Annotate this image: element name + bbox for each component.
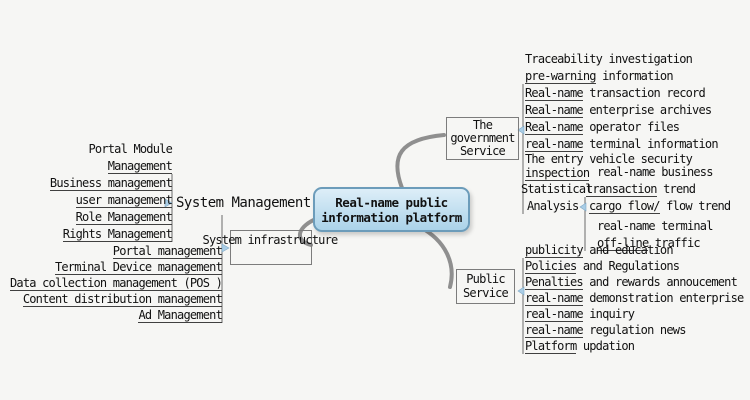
topic-item[interactable]: Terminal Device management <box>54 260 223 275</box>
topic-item[interactable]: Portal management <box>112 244 223 259</box>
collapse-arrow-icon[interactable] <box>517 286 525 296</box>
topic-statistical-analysis[interactable]: Statistical <box>521 182 592 196</box>
branch-system-management[interactable]: System Management <box>176 195 311 211</box>
collapse-arrow-icon[interactable] <box>517 125 525 135</box>
central-topic-label: Real-name public information platform <box>321 194 462 225</box>
topic-item[interactable]: Traceability investigation <box>525 52 693 66</box>
topic-item[interactable]: Platform updation <box>525 339 635 354</box>
topic-item[interactable]: real-name terminal information <box>525 137 719 152</box>
branch-system-infrastructure-label[interactable]: System infrastructure <box>202 233 339 247</box>
topic-item[interactable]: real-name business <box>597 165 713 179</box>
topic-item[interactable]: Business management <box>49 176 173 191</box>
connector-curve-government <box>395 133 446 190</box>
topic-item[interactable]: Rights Management <box>62 227 173 242</box>
topic-item[interactable]: Real-name operator files <box>525 120 680 135</box>
topic-item[interactable]: pre-warning information <box>525 69 674 84</box>
topic-item[interactable]: Data collection management (POS ) <box>9 276 223 291</box>
collapse-arrow-icon[interactable] <box>221 243 230 253</box>
topic-item[interactable]: Policies and Regulations <box>525 259 680 274</box>
topic-item[interactable]: Real-name enterprise archives <box>525 103 712 118</box>
topic-item[interactable]: publicity and education <box>525 243 674 258</box>
branch-public-service[interactable]: Public Service <box>456 269 515 304</box>
topic-item[interactable]: Ad Management <box>138 308 223 323</box>
topic-item[interactable]: Management <box>107 159 173 174</box>
topic-item[interactable]: user management <box>75 193 173 208</box>
topic-item[interactable]: Role Management <box>75 210 173 225</box>
topic-item[interactable]: cargo flow/ flow trend <box>589 199 731 214</box>
topic-item[interactable]: Portal Module <box>88 142 172 156</box>
topic-item[interactable]: The entry vehicle security <box>525 152 693 166</box>
topic-item[interactable]: transaction trend <box>586 182 696 197</box>
topic-item[interactable]: Penalties and rewards annoucement <box>525 275 738 290</box>
collapse-arrow-icon[interactable] <box>579 202 587 212</box>
central-topic[interactable]: Real-name public information platform <box>313 187 470 232</box>
collapse-arrow-icon[interactable] <box>164 198 173 208</box>
topic-item[interactable]: real-name demonstration enterprise <box>525 291 744 306</box>
topic-item[interactable]: real-name regulation news <box>525 323 686 338</box>
branch-government-service[interactable]: The government Service <box>446 117 519 160</box>
topic-item[interactable]: Content distribution management <box>22 292 223 307</box>
topic-item[interactable]: inspection <box>525 166 590 181</box>
connector-curve-public <box>418 225 454 289</box>
topic-statistical-analysis[interactable]: Analysis <box>527 199 579 213</box>
topic-item[interactable]: real-name terminal <box>597 219 713 233</box>
topic-item[interactable]: real-name inquiry <box>525 307 635 322</box>
topic-item[interactable]: Real-name transaction record <box>525 86 706 101</box>
topic-item[interactable]: off-line traffic <box>597 236 701 251</box>
branch-system-infrastructure-box[interactable] <box>230 230 312 265</box>
